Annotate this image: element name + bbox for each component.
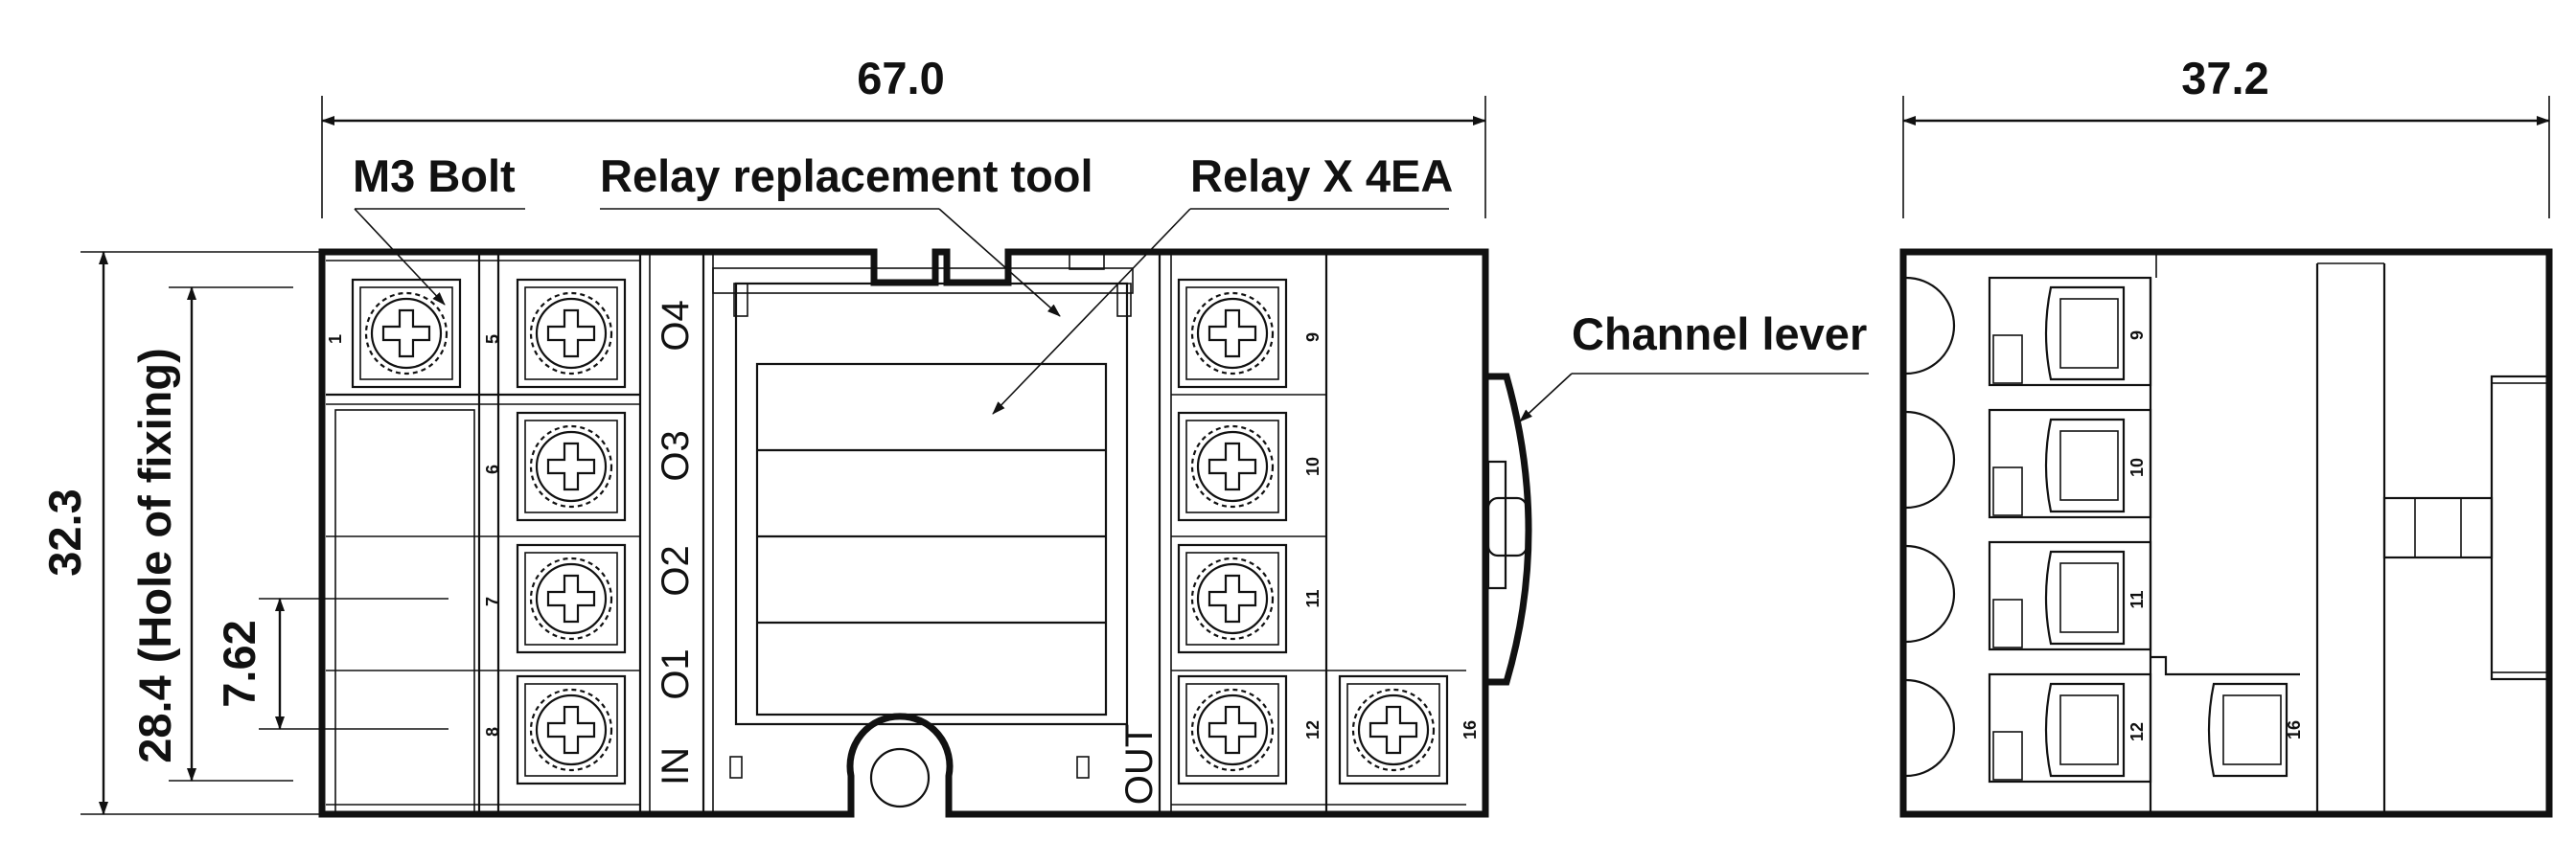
callout-relay-replacement-tool: Relay replacement tool [600, 150, 1093, 317]
terminal-6-number: 6 [483, 465, 502, 474]
terminal-12-number: 12 [1303, 720, 1322, 739]
side-width-label: 37.2 [2181, 53, 2268, 103]
channel-3-marking: O3 [655, 430, 697, 481]
channel-2-marking: O2 [655, 545, 697, 596]
dimension-side-width: 37.2 [1902, 53, 2550, 218]
terminal-1-number: 1 [326, 334, 345, 344]
channel-1-marking: O1 [655, 648, 697, 699]
relay-replacement-tool-label: Relay replacement tool [600, 150, 1093, 201]
terminal-8-number: 8 [483, 727, 502, 737]
hole-pitch-label: 28.4 (Hole of fixing) [129, 348, 180, 763]
side-view: 9 10 11 12 16 [1899, 248, 2553, 818]
channel-lever-label: Channel lever [1572, 308, 1867, 359]
side-terminal-16-number: 16 [2285, 720, 2304, 739]
channel-4-marking: O4 [655, 300, 697, 351]
terminal-7-number: 7 [483, 597, 502, 606]
terminal-9-number: 9 [1303, 332, 1322, 342]
callout-channel-lever: Channel lever [1519, 308, 1869, 422]
terminal-11-number: 11 [1303, 589, 1322, 607]
dimension-overall-width: 67.0 [321, 53, 1486, 218]
terminal-pitch-label: 7.62 [214, 620, 264, 707]
overall-height-label: 32.3 [39, 489, 90, 576]
callout-m3-bolt: M3 Bolt [353, 150, 525, 306]
relay-x4-label: Relay X 4EA [1190, 150, 1453, 201]
side-terminal-9-number: 9 [2128, 330, 2147, 340]
callout-relay-x4: Relay X 4EA [992, 150, 1453, 415]
m3-bolt-label: M3 Bolt [353, 150, 516, 201]
terminal-16-number: 16 [1460, 720, 1480, 739]
dimension-overall-height: 32.3 [39, 251, 322, 815]
output-marking: OUT [1118, 724, 1161, 805]
terminal-5-number: 5 [483, 334, 502, 344]
terminal-10-number: 10 [1303, 457, 1322, 476]
input-marking: IN [655, 747, 697, 785]
dimension-terminal-pitch: 7.62 [214, 598, 448, 730]
front-view: O1 O2 O3 O4 IN OUT 1 5 6 7 8 9 10 11 12 … [318, 248, 1532, 818]
overall-width-label: 67.0 [857, 53, 944, 103]
side-terminal-10-number: 10 [2128, 458, 2147, 477]
side-terminal-11-number: 11 [2128, 590, 2147, 608]
side-terminal-12-number: 12 [2128, 722, 2147, 741]
dimension-hole-pitch: 28.4 (Hole of fixing) [129, 286, 293, 782]
